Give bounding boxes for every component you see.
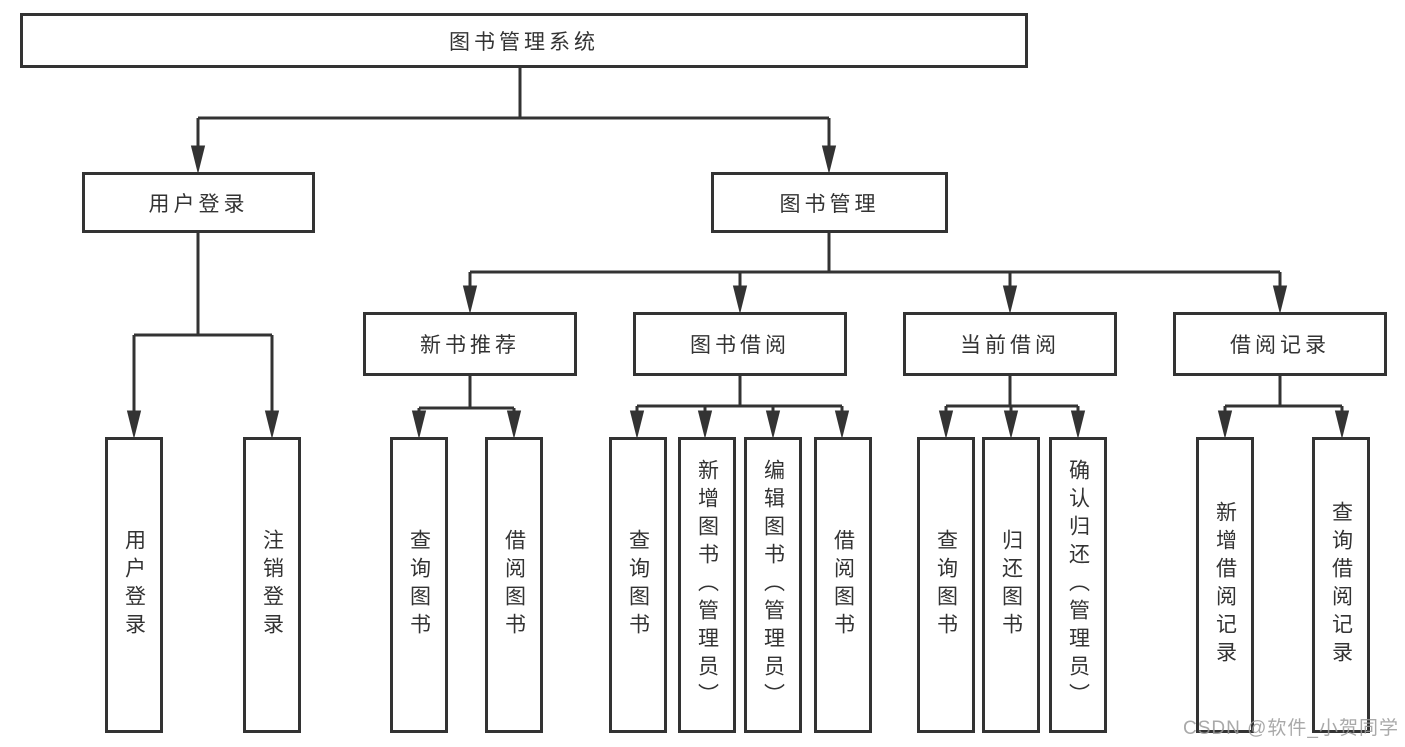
connector-user-login-branch <box>126 233 280 438</box>
leaf-borrow-books-label: 借阅图书 <box>831 529 855 641</box>
node-book-management-label: 图书管理 <box>779 192 880 216</box>
node-user-login-label: 用户登录 <box>148 192 249 216</box>
leaf-borrow-query-books: 查询图书 <box>609 437 667 733</box>
leaf-user-login: 用户登录 <box>105 437 163 733</box>
connector-root-branch <box>190 68 837 173</box>
connector-borrow-records-branch <box>1217 376 1350 438</box>
leaf-return-books: 归还图书 <box>982 437 1040 733</box>
node-current-borrow: 当前借阅 <box>903 312 1117 376</box>
leaf-add-borrow-record-label: 新增借阅记录 <box>1213 501 1237 669</box>
node-book-borrow-label: 图书借阅 <box>690 334 790 357</box>
leaf-current-query-books: 查询图书 <box>917 437 975 733</box>
leaf-user-login-label: 用户登录 <box>122 529 146 641</box>
leaf-logout: 注销登录 <box>243 437 301 733</box>
connector-new-book-branch <box>411 376 522 438</box>
leaf-confirm-return-admin-label: 确认归还（管理员） <box>1066 459 1090 711</box>
leaf-current-query-books-label: 查询图书 <box>934 529 958 641</box>
node-user-login: 用户登录 <box>82 172 315 233</box>
leaf-recommend-borrow-books: 借阅图书 <box>485 437 543 733</box>
node-current-borrow-label: 当前借阅 <box>960 334 1060 357</box>
leaf-recommend-borrow-books-label: 借阅图书 <box>502 529 526 641</box>
leaf-edit-books-admin-label: 编辑图书（管理员） <box>761 459 785 711</box>
node-library-system-label: 图书管理系统 <box>449 30 599 54</box>
leaf-query-borrow-record-label: 查询借阅记录 <box>1329 501 1353 669</box>
leaf-logout-label: 注销登录 <box>260 529 284 641</box>
connector-book-management-branch <box>462 233 1288 313</box>
csdn-watermark: CSDN @软件_小贺同学 <box>1183 718 1399 739</box>
leaf-borrow-query-books-label: 查询图书 <box>626 529 650 641</box>
node-borrow-records: 借阅记录 <box>1173 312 1387 376</box>
node-new-book-recommend-label: 新书推荐 <box>420 334 520 357</box>
leaf-query-borrow-record: 查询借阅记录 <box>1312 437 1370 733</box>
connector-book-borrow-branch <box>629 376 850 438</box>
leaf-edit-books-admin: 编辑图书（管理员） <box>744 437 802 733</box>
node-book-borrow: 图书借阅 <box>633 312 847 376</box>
node-new-book-recommend: 新书推荐 <box>363 312 577 376</box>
leaf-add-books-admin-label: 新增图书（管理员） <box>695 459 719 711</box>
leaf-add-books-admin: 新增图书（管理员） <box>678 437 736 733</box>
leaf-borrow-books: 借阅图书 <box>814 437 872 733</box>
leaf-recommend-query-books-label: 查询图书 <box>407 529 431 641</box>
node-borrow-records-label: 借阅记录 <box>1230 334 1330 357</box>
leaf-confirm-return-admin: 确认归还（管理员） <box>1049 437 1107 733</box>
leaf-recommend-query-books: 查询图书 <box>390 437 448 733</box>
connector-current-borrow-branch <box>938 376 1086 438</box>
node-library-system: 图书管理系统 <box>20 13 1028 68</box>
leaf-return-books-label: 归还图书 <box>999 529 1023 641</box>
node-book-management: 图书管理 <box>711 172 948 233</box>
leaf-add-borrow-record: 新增借阅记录 <box>1196 437 1254 733</box>
